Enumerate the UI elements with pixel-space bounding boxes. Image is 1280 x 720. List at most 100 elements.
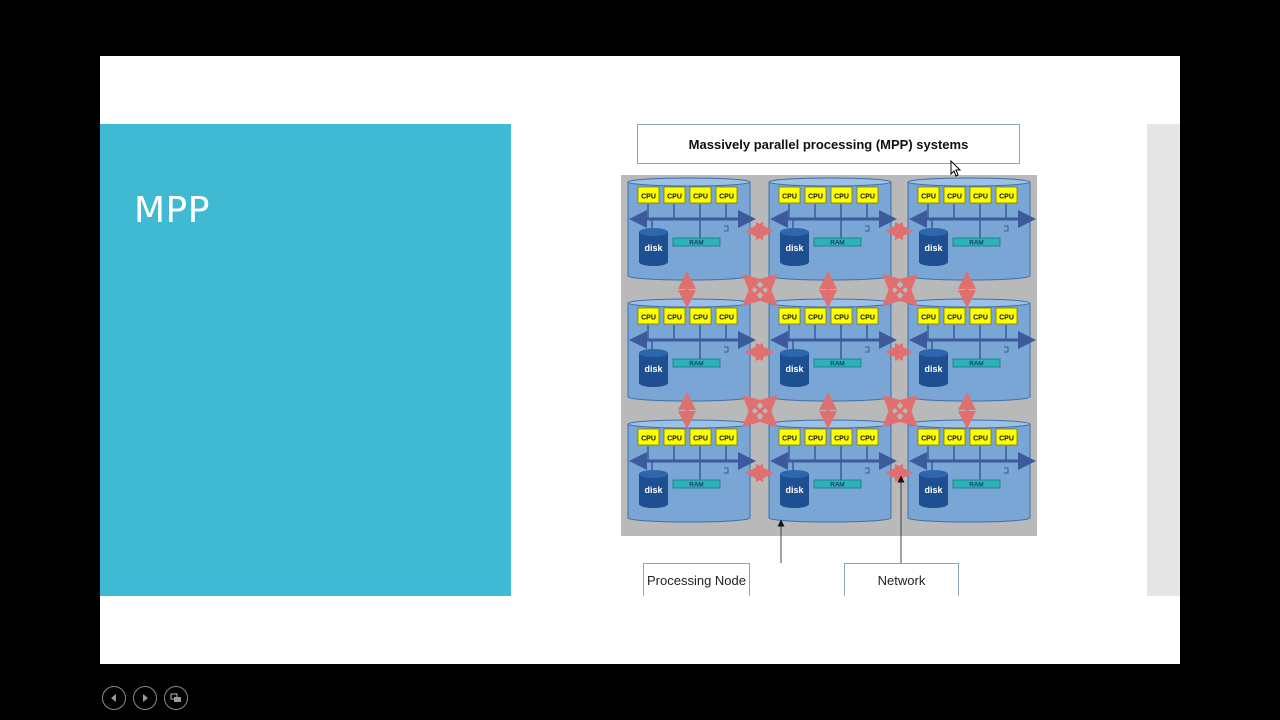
processing-node-label: Processing Node — [643, 563, 750, 596]
cpu-label: CPU — [641, 315, 656, 322]
cpu-label: CPU — [667, 315, 682, 322]
cpu-chip — [715, 307, 738, 325]
player-controls — [102, 686, 188, 710]
disk-top — [780, 349, 809, 357]
cpu-label: CPU — [921, 194, 936, 201]
cpu-label: CPU — [782, 315, 797, 322]
node-top — [627, 298, 751, 308]
disk-body — [919, 353, 948, 383]
slides-icon[interactable] — [164, 686, 188, 710]
node-top — [907, 419, 1031, 429]
ram-label: RAM — [689, 361, 703, 368]
cpu-chip — [663, 186, 686, 204]
disk-body — [780, 232, 809, 262]
cpu-label: CPU — [947, 315, 962, 322]
node-top — [627, 419, 751, 429]
cpu-chip — [917, 186, 940, 204]
ram-module — [952, 358, 1001, 368]
cpu-label: CPU — [719, 436, 734, 443]
cpu-chip — [969, 428, 992, 446]
cpu-label: CPU — [973, 436, 988, 443]
io-port — [1004, 467, 1009, 474]
ram-label: RAM — [689, 240, 703, 247]
network-link — [882, 394, 918, 428]
ram-module — [672, 358, 721, 368]
disk-top — [639, 470, 668, 478]
disk-label: disk — [785, 243, 804, 253]
cpu-label: CPU — [808, 436, 823, 443]
disk-body — [639, 474, 668, 504]
network-label: Network — [844, 563, 959, 596]
cpu-label: CPU — [834, 194, 849, 201]
ram-module — [813, 237, 862, 247]
cpu-chip — [663, 307, 686, 325]
node-top — [907, 177, 1031, 187]
ram-module — [813, 358, 862, 368]
ram-label: RAM — [969, 240, 983, 247]
disk-label: disk — [644, 485, 663, 495]
disk-body — [919, 474, 948, 504]
cpu-chip — [969, 186, 992, 204]
ram-label: RAM — [830, 482, 844, 489]
disk-bottom — [919, 500, 948, 508]
cpu-chip — [689, 307, 712, 325]
cpu-label: CPU — [947, 194, 962, 201]
title-panel: MPP — [100, 124, 511, 596]
cpu-chip — [637, 307, 660, 325]
cpu-label: CPU — [999, 436, 1014, 443]
node-top — [768, 419, 892, 429]
cpu-chip — [663, 428, 686, 446]
cpu-label: CPU — [999, 315, 1014, 322]
ram-module — [952, 237, 1001, 247]
node-top — [627, 177, 751, 187]
cpu-chip — [804, 307, 827, 325]
cpu-label: CPU — [719, 315, 734, 322]
cpu-label: CPU — [641, 436, 656, 443]
cpu-chip — [969, 307, 992, 325]
disk-label: disk — [924, 485, 943, 495]
ram-module — [952, 479, 1001, 489]
cpu-chip — [778, 428, 801, 446]
disk-label: disk — [924, 243, 943, 253]
cpu-label: CPU — [667, 194, 682, 201]
ram-label: RAM — [689, 482, 703, 489]
disk-top — [780, 470, 809, 478]
cpu-label: CPU — [808, 315, 823, 322]
cpu-label: CPU — [921, 436, 936, 443]
disk-bottom — [639, 379, 668, 387]
disk-label: disk — [644, 364, 663, 374]
disk-body — [780, 353, 809, 383]
disk-label: disk — [785, 364, 804, 374]
previous-icon[interactable] — [102, 686, 126, 710]
network-layer — [678, 222, 976, 482]
disk-bottom — [780, 500, 809, 508]
next-slide-edge — [1147, 124, 1180, 596]
network-link — [742, 273, 778, 307]
cpu-chip — [689, 186, 712, 204]
cpu-label: CPU — [782, 194, 797, 201]
ram-module — [813, 479, 862, 489]
next-icon[interactable] — [133, 686, 157, 710]
node-top — [768, 177, 892, 187]
disk-bottom — [919, 258, 948, 266]
cpu-chip — [856, 428, 879, 446]
cpu-label: CPU — [999, 194, 1014, 201]
disk-bottom — [780, 379, 809, 387]
disk-body — [639, 232, 668, 262]
ram-label: RAM — [830, 240, 844, 247]
cpu-label: CPU — [921, 315, 936, 322]
disk-top — [639, 228, 668, 236]
cpu-chip — [830, 307, 853, 325]
disk-top — [639, 349, 668, 357]
cpu-chip — [995, 186, 1018, 204]
cpu-label: CPU — [693, 194, 708, 201]
cpu-chip — [637, 186, 660, 204]
